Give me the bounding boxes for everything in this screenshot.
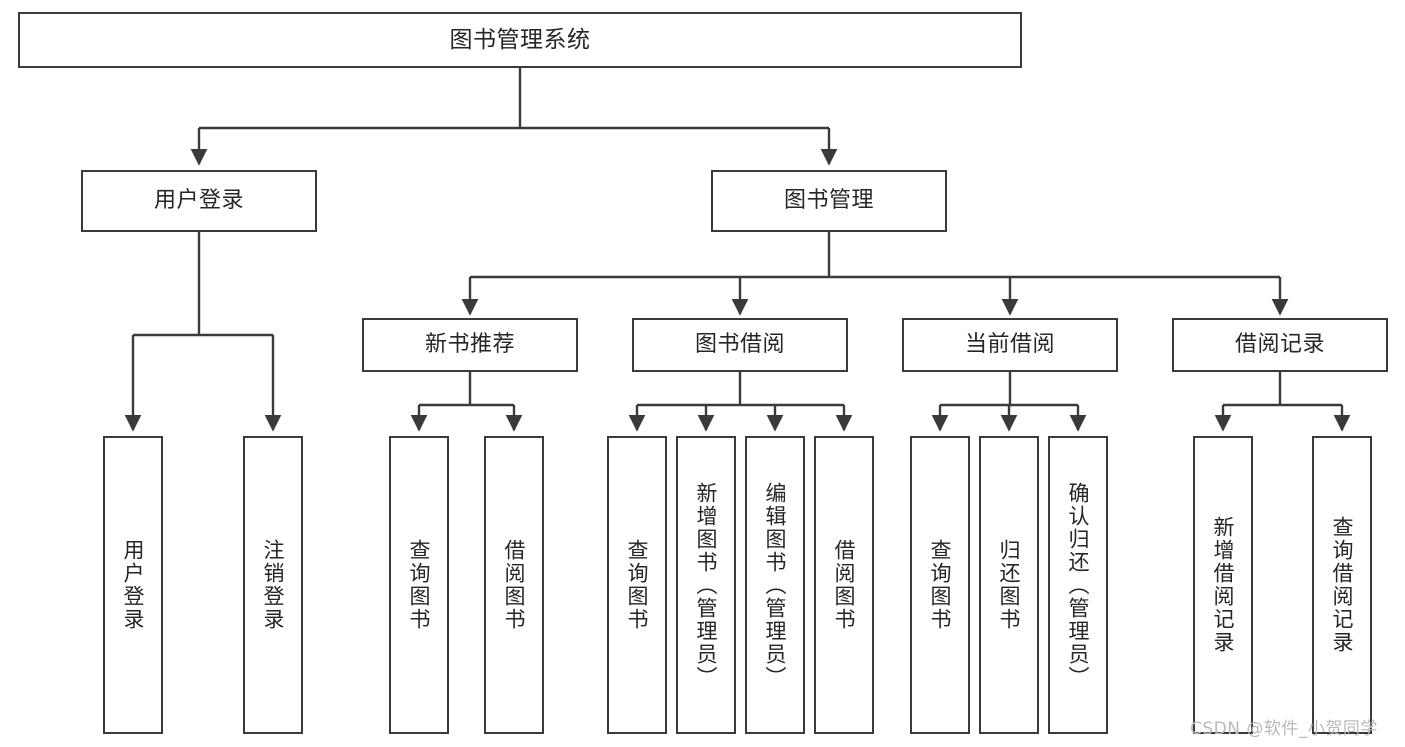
- leaf-borrow-record-query-record[interactable]: 查询借阅记录: [1312, 436, 1372, 734]
- leaf-user-login-login[interactable]: 用户登录: [103, 436, 163, 734]
- leaf-borrow-record-add-record[interactable]: 新增借阅记录: [1193, 436, 1253, 734]
- csdn-watermark: CSDN @软件_小贺同学: [1190, 719, 1378, 739]
- leaf-new-book-query-book[interactable]: 查询图书: [389, 436, 449, 734]
- node-label: 新增图书（管理员）: [694, 481, 719, 689]
- node-root-library-system[interactable]: 图书管理系统: [18, 12, 1022, 68]
- leaf-new-book-borrow-book[interactable]: 借阅图书: [484, 436, 544, 734]
- node-label: 查询借阅记录: [1330, 516, 1355, 654]
- node-label: 查询图书: [407, 539, 432, 631]
- leaf-current-borrow-confirm-return-admin[interactable]: 确认归还（管理员）: [1048, 436, 1108, 734]
- node-label: 新书推荐: [424, 331, 515, 357]
- node-label: 图书借阅: [694, 331, 785, 357]
- node-label: 查询图书: [625, 539, 650, 631]
- node-label: 用户登录: [121, 539, 146, 631]
- node-label: 新增借阅记录: [1211, 516, 1236, 654]
- node-label: 用户登录: [153, 187, 244, 213]
- node-book-borrow[interactable]: 图书借阅: [632, 318, 848, 372]
- leaf-book-borrow-edit-book-admin[interactable]: 编辑图书（管理员）: [745, 436, 805, 734]
- node-new-book-recommend[interactable]: 新书推荐: [362, 318, 578, 372]
- node-user-login[interactable]: 用户登录: [81, 170, 317, 232]
- node-label: 图书管理: [783, 187, 874, 213]
- node-label: 归还图书: [997, 539, 1022, 631]
- node-label: 借阅记录: [1234, 331, 1325, 357]
- node-label: 当前借阅: [964, 331, 1055, 357]
- node-borrow-record[interactable]: 借阅记录: [1172, 318, 1388, 372]
- leaf-current-borrow-return-book[interactable]: 归还图书: [979, 436, 1039, 734]
- leaf-book-borrow-add-book-admin[interactable]: 新增图书（管理员）: [676, 436, 736, 734]
- leaf-current-borrow-query-book[interactable]: 查询图书: [910, 436, 970, 734]
- node-label: 图书管理系统: [449, 26, 591, 53]
- node-label: 编辑图书（管理员）: [763, 481, 788, 689]
- node-label: 借阅图书: [502, 539, 527, 631]
- node-label: 注销登录: [261, 539, 286, 631]
- leaf-user-login-logout[interactable]: 注销登录: [243, 436, 303, 734]
- leaf-book-borrow-query-book[interactable]: 查询图书: [607, 436, 667, 734]
- node-current-borrow[interactable]: 当前借阅: [902, 318, 1118, 372]
- node-book-management[interactable]: 图书管理: [711, 170, 947, 232]
- node-label: 查询图书: [928, 539, 953, 631]
- node-label: 借阅图书: [832, 539, 857, 631]
- node-label: 确认归还（管理员）: [1066, 481, 1091, 689]
- leaf-book-borrow-borrow-book[interactable]: 借阅图书: [814, 436, 874, 734]
